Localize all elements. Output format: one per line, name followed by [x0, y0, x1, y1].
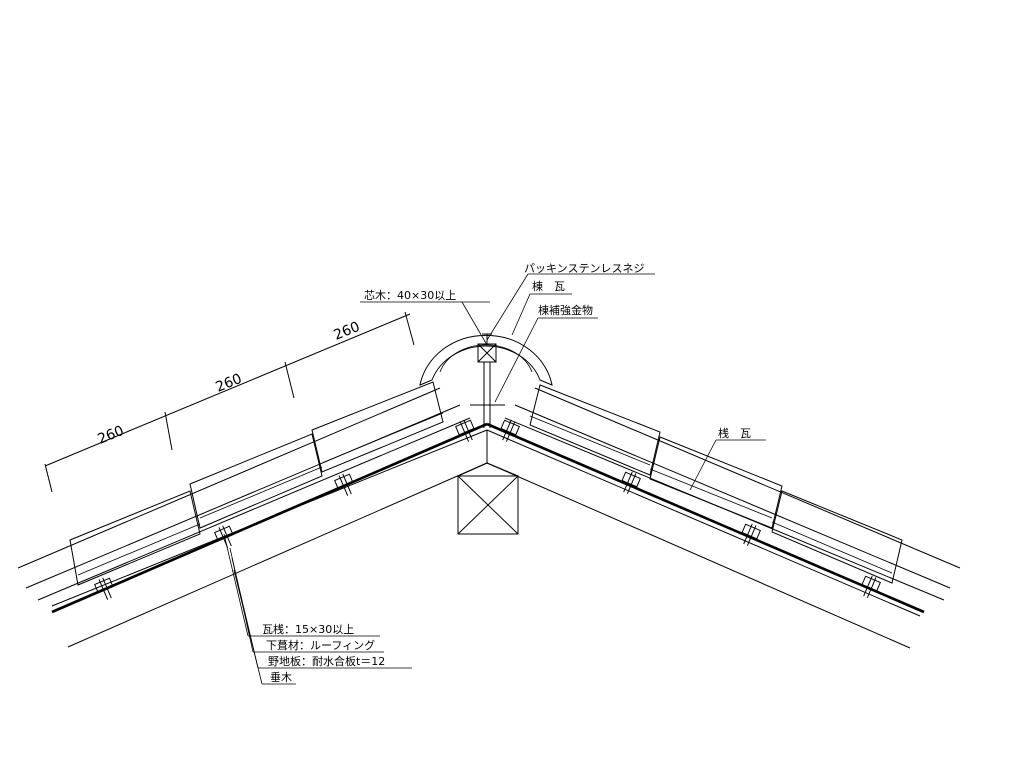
labels: パッキンステンレスネジ 棟 瓦 棟補強金物 芯木：40×30以上 桟 瓦 瓦桟：… [262, 262, 751, 684]
left-rafter-bottom [67, 462, 488, 648]
label-ridge-bracket: 棟補強金物 [538, 303, 593, 317]
right-tile-line-2 [514, 404, 951, 589]
left-field-tiles [69, 381, 444, 586]
ridge-bracket [470, 362, 505, 428]
left-slope-layers [17, 387, 488, 648]
right-slope-layers [486, 387, 961, 649]
dimension-1: 260 [96, 423, 127, 448]
left-underlay-line [51, 422, 488, 614]
left-tile-line-1 [17, 387, 441, 569]
label-underlay: 下葺材：ルーフィング [266, 638, 375, 652]
label-ridge-tile: 棟 瓦 [532, 279, 565, 293]
core-wood [477, 333, 497, 363]
ridge-beam [457, 430, 519, 535]
ridge-tile [419, 334, 553, 386]
right-tile-1 [529, 384, 661, 476]
label-rafter: 垂木 [270, 671, 292, 684]
right-tile-3 [771, 490, 903, 584]
right-tile-line-1 [534, 387, 961, 569]
right-field-tiles [529, 384, 903, 584]
left-tile-1 [69, 490, 201, 586]
label-sheathing: 野地板：耐水合板t＝12 [268, 654, 385, 668]
label-field-tile: 桟 瓦 [718, 426, 751, 440]
right-rafter-bottom [486, 462, 911, 649]
right-sheathing-bottom [486, 429, 921, 617]
left-tile-2 [189, 433, 323, 529]
label-core-wood: 芯木：40×30以上 [364, 288, 456, 302]
right-underlay-line [486, 422, 925, 614]
right-tile-2 [649, 436, 783, 529]
label-batten: 瓦桟：15×30以上 [262, 622, 354, 636]
right-battens [500, 419, 881, 598]
left-battens [94, 419, 475, 600]
left-tile-3 [311, 381, 444, 473]
left-tile-line-3 [37, 417, 471, 601]
label-screw: パッキンステンレスネジ [524, 262, 644, 275]
dimension-2: 260 [214, 371, 245, 396]
leader-lines [223, 273, 766, 685]
